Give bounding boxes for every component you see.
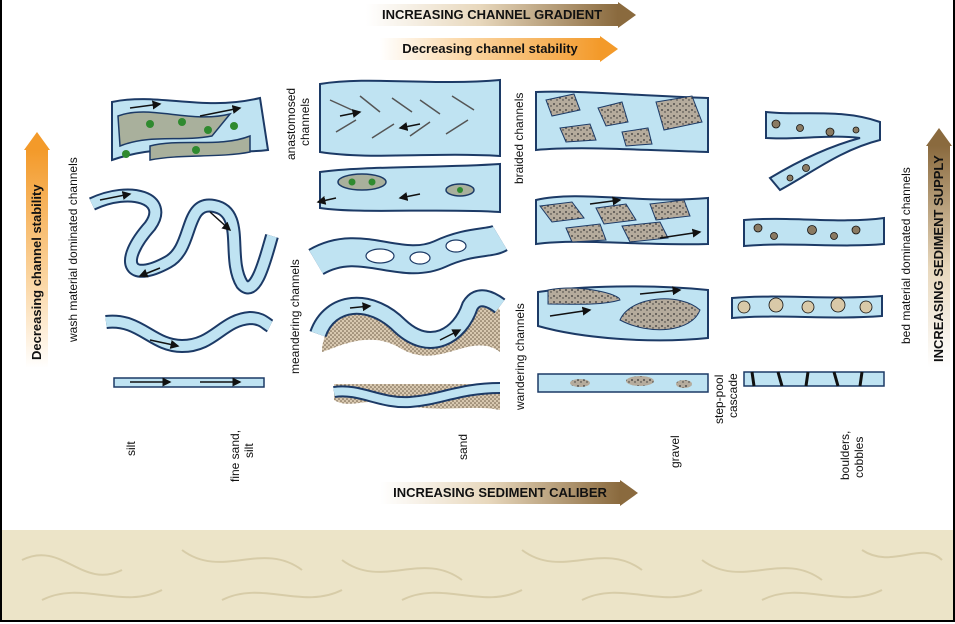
background-texture-panel	[2, 530, 953, 622]
step-pool-channel	[732, 296, 882, 318]
braided-gravel-channel-1	[536, 92, 708, 152]
sinuous-sand-channel	[334, 384, 500, 410]
braided-gravel-channel-2	[536, 196, 708, 244]
boulder-riffle-channel	[744, 218, 884, 246]
anastomosed-silt-channel	[112, 98, 268, 160]
wandering-gravel-channel	[538, 286, 708, 340]
meandering-sand-channel-2	[318, 297, 500, 356]
cascade-channel	[744, 372, 884, 386]
anastomosed-sand-channel	[320, 80, 500, 156]
island-sand-channel	[318, 164, 500, 212]
sinuous-silt-channel	[106, 318, 270, 346]
straight-gravel-channel	[538, 374, 708, 392]
meandering-silt-channel	[92, 194, 272, 287]
straight-silt-channel	[114, 378, 264, 387]
channel-illustrations	[0, 0, 955, 530]
steep-boulder-channel	[766, 112, 880, 190]
texture-pattern	[2, 530, 953, 622]
meandering-sand-channel-1	[316, 238, 500, 264]
